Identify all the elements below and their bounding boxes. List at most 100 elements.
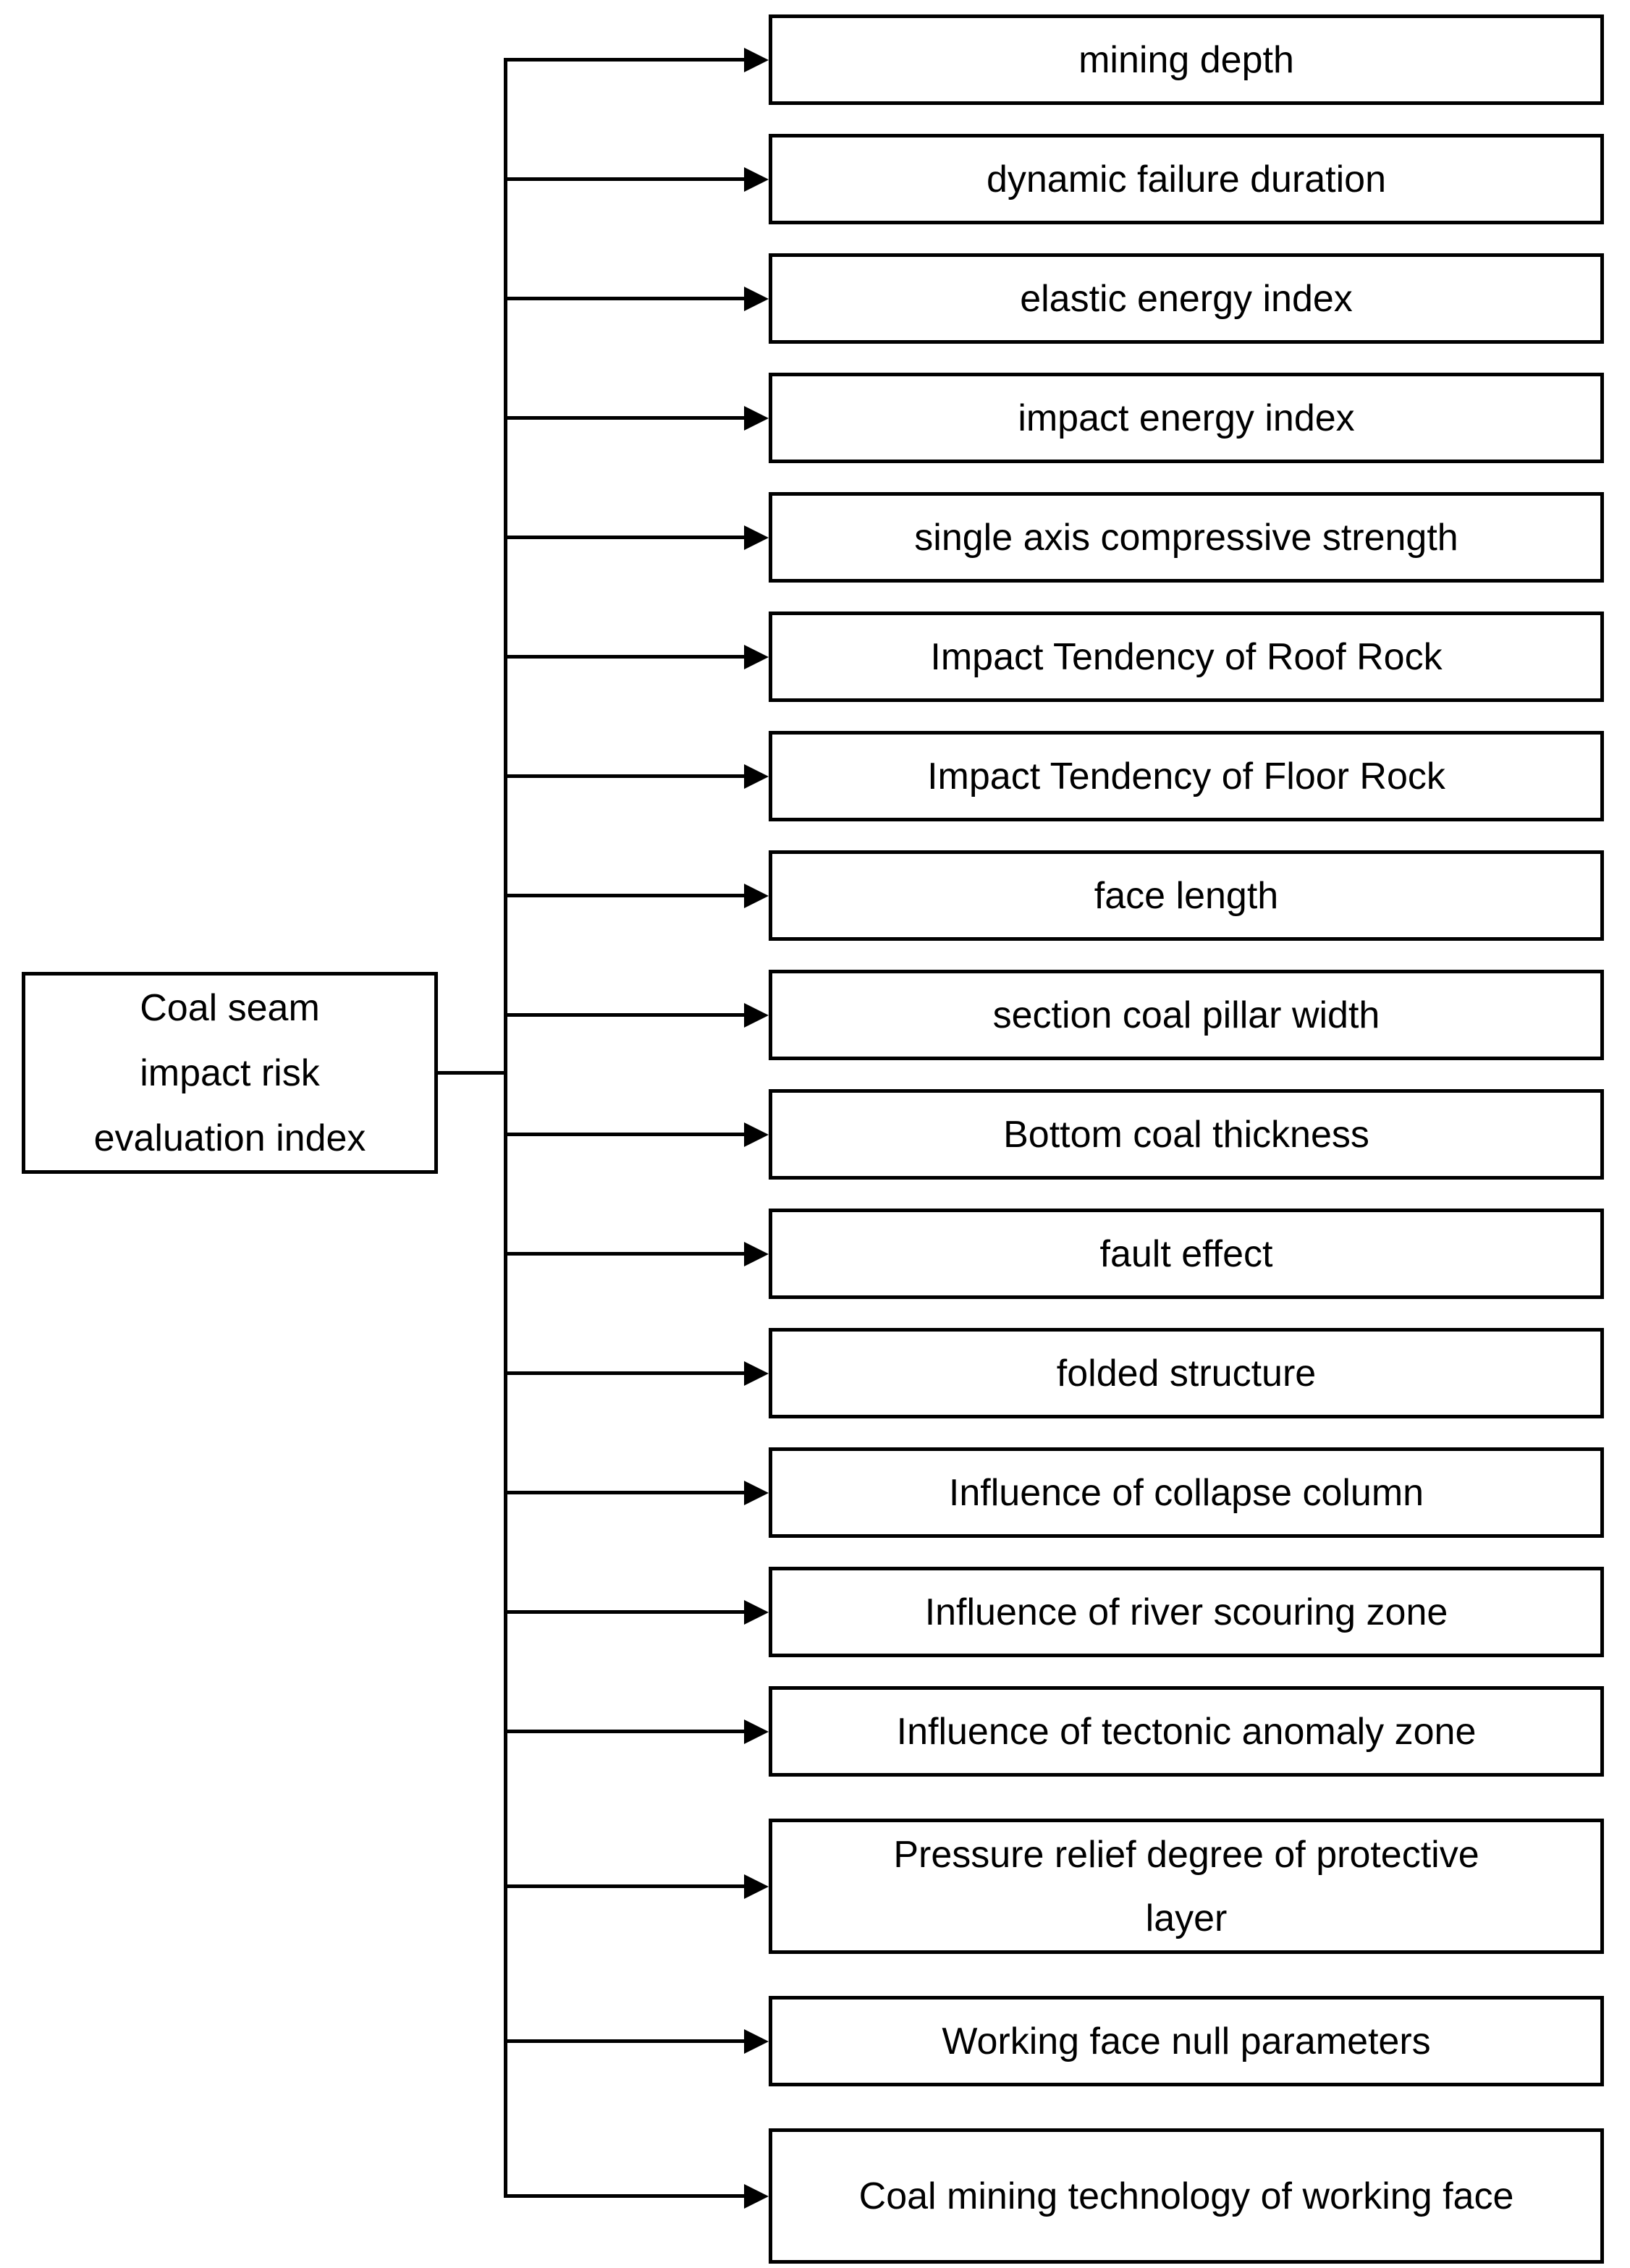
- connector-line: [504, 1491, 744, 1494]
- node-box-influence-of-river-scouring-zone: Influence of river scouring zone: [769, 1567, 1604, 1657]
- connector-branch: [504, 1480, 769, 1505]
- index-row: dynamic failure duration: [504, 134, 1604, 224]
- index-row: elastic energy index: [504, 253, 1604, 344]
- connector-branch: [504, 763, 769, 789]
- node-label: Coal mining technology of working face: [858, 2175, 1514, 2217]
- connector-branch: [504, 1361, 769, 1386]
- connector-line: [504, 894, 744, 897]
- node-box-mining-depth: mining depth: [769, 14, 1604, 105]
- node-label: section coal pillar width: [992, 994, 1380, 1036]
- connector-line: [504, 1610, 744, 1614]
- connector-line: [504, 1013, 744, 1017]
- arrow-right-icon: [744, 644, 769, 669]
- arrow-right-icon: [744, 763, 769, 789]
- node-label: dynamic failure duration: [986, 158, 1387, 200]
- root-node: Coal seam impact risk evaluation index: [22, 972, 438, 1174]
- node-label: Influence of collapse column: [948, 1471, 1424, 1514]
- connector-branch: [504, 644, 769, 669]
- arrow-right-icon: [744, 2183, 769, 2209]
- node-label: single axis compressive strength: [914, 516, 1458, 559]
- connector-branch: [504, 525, 769, 550]
- node-box-working-face-null-parameters: Working face null parameters: [769, 1996, 1604, 2086]
- index-rows: mining depth dynamic failure duration el…: [504, 0, 1604, 2264]
- connector-line: [504, 297, 744, 300]
- index-row: mining depth: [504, 14, 1604, 105]
- node-label: elastic energy index: [1020, 277, 1353, 320]
- node-box-influence-of-tectonic-anomaly-zone: Influence of tectonic anomaly zone: [769, 1686, 1604, 1777]
- connector-line: [504, 177, 744, 181]
- node-box-pressure-relief-degree-of-protective-layer: Pressure relief degree of protective lay…: [769, 1819, 1604, 1954]
- connector-branch: [504, 1002, 769, 1028]
- node-box-impact-energy-index: impact energy index: [769, 373, 1604, 463]
- arrow-right-icon: [744, 525, 769, 550]
- node-label: Influence of tectonic anomaly zone: [896, 1710, 1477, 1753]
- arrow-right-icon: [744, 1361, 769, 1386]
- index-row: fault effect: [504, 1209, 1604, 1299]
- connector-line: [504, 1252, 744, 1256]
- arrow-right-icon: [744, 47, 769, 72]
- arrow-right-icon: [744, 286, 769, 311]
- root-connector-line: [434, 1071, 505, 1075]
- index-row: Impact Tendency of Floor Rock: [504, 731, 1604, 821]
- index-row: impact energy index: [504, 373, 1604, 463]
- node-box-face-length: face length: [769, 850, 1604, 941]
- index-row: folded structure: [504, 1328, 1604, 1418]
- connector-line: [504, 1884, 744, 1888]
- node-label: impact energy index: [1018, 397, 1355, 439]
- connector-line: [504, 536, 744, 539]
- connector-line: [504, 655, 744, 659]
- arrow-right-icon: [744, 405, 769, 431]
- connector-line: [504, 2194, 744, 2198]
- connector-line: [504, 58, 744, 62]
- connector-branch: [504, 883, 769, 908]
- index-row: Influence of tectonic anomaly zone: [504, 1686, 1604, 1777]
- arrow-right-icon: [744, 1599, 769, 1625]
- node-box-single-axis-compressive-strength: single axis compressive strength: [769, 492, 1604, 583]
- node-box-bottom-coal-thickness: Bottom coal thickness: [769, 1089, 1604, 1180]
- node-box-coal-mining-technology-of-working-face: Coal mining technology of working face: [769, 2128, 1604, 2264]
- arrow-right-icon: [744, 883, 769, 908]
- connector-line: [504, 774, 744, 778]
- root-node-label-line: Coal seam: [140, 986, 320, 1029]
- arrow-right-icon: [744, 1241, 769, 1266]
- node-box-impact-tendency-of-floor-rock: Impact Tendency of Floor Rock: [769, 731, 1604, 821]
- connector-line: [504, 1730, 744, 1733]
- root-node-label-line: evaluation index: [93, 1117, 366, 1159]
- index-row: Influence of collapse column: [504, 1447, 1604, 1538]
- connector-branch: [504, 1122, 769, 1147]
- node-box-fault-effect: fault effect: [769, 1209, 1604, 1299]
- node-box-elastic-energy-index: elastic energy index: [769, 253, 1604, 344]
- connector-line: [504, 1133, 744, 1136]
- root-node-label-line: impact risk: [140, 1052, 320, 1094]
- connector-branch: [504, 166, 769, 192]
- connector-line: [504, 416, 744, 420]
- node-label: mining depth: [1078, 38, 1294, 81]
- node-label: Pressure relief degree of protective lay…: [893, 1833, 1479, 1939]
- connector-line: [504, 2039, 744, 2043]
- node-box-dynamic-failure-duration: dynamic failure duration: [769, 134, 1604, 224]
- connector-branch: [504, 2028, 769, 2054]
- node-box-impact-tendency-of-roof-rock: Impact Tendency of Roof Rock: [769, 612, 1604, 702]
- node-label: folded structure: [1056, 1352, 1317, 1395]
- node-label: Influence of river scouring zone: [924, 1591, 1448, 1633]
- connector-branch: [504, 286, 769, 311]
- spine-line: [504, 59, 507, 2197]
- arrow-right-icon: [744, 1719, 769, 1744]
- arrow-right-icon: [744, 1480, 769, 1505]
- index-row: Coal mining technology of working face: [504, 2128, 1604, 2264]
- node-label: face length: [1094, 874, 1279, 917]
- connector-branch: [504, 1241, 769, 1266]
- connector-line: [504, 1371, 744, 1375]
- arrow-right-icon: [744, 1002, 769, 1028]
- index-row: Bottom coal thickness: [504, 1089, 1604, 1180]
- node-label: Impact Tendency of Floor Rock: [927, 755, 1445, 797]
- connector-branch: [504, 1719, 769, 1744]
- node-box-section-coal-pillar-width: section coal pillar width: [769, 970, 1604, 1060]
- node-label: Impact Tendency of Roof Rock: [930, 635, 1443, 678]
- index-row: section coal pillar width: [504, 970, 1604, 1060]
- node-box-folded-structure: folded structure: [769, 1328, 1604, 1418]
- index-row: single axis compressive strength: [504, 492, 1604, 583]
- node-box-influence-of-collapse-column: Influence of collapse column: [769, 1447, 1604, 1538]
- index-row: Working face null parameters: [504, 1996, 1604, 2086]
